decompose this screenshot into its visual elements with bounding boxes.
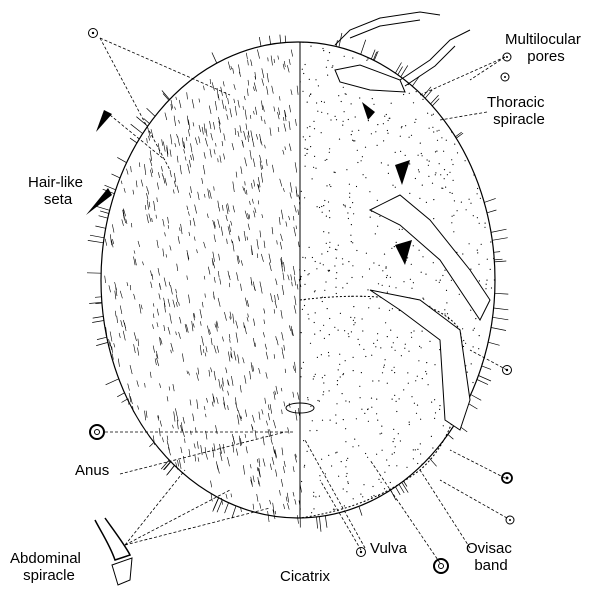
abdominal-spiracle-bulb <box>111 557 133 586</box>
label-line: Abdominal <box>10 550 81 567</box>
abdominal-spiracle-icon <box>94 517 132 561</box>
spiracle-marker-2 <box>395 240 412 265</box>
multilocular-pore-icon <box>502 365 512 375</box>
leg-3 <box>369 289 471 431</box>
label-line: spiracle <box>493 111 545 128</box>
label-line: band <box>474 557 508 574</box>
anal-ring <box>285 402 315 414</box>
leg-2 <box>368 194 491 321</box>
label-hair-like-seta: Hair-like seta <box>28 174 88 208</box>
label-line: pores <box>527 48 565 65</box>
body-setae <box>86 32 509 532</box>
label-multilocular-pores: Multilocular pores <box>505 31 587 65</box>
label-anus: Anus <box>75 462 110 479</box>
vulva-pore-icon <box>433 558 449 574</box>
label-ovisac-band: Ovisac band <box>466 540 516 574</box>
label-line: Thoracic <box>487 94 545 111</box>
antenna <box>334 11 441 46</box>
multilocular-pore-icon <box>505 515 515 525</box>
multilocular-pore-icon <box>502 52 512 62</box>
leg-1 <box>334 64 406 93</box>
body-outline <box>100 41 496 519</box>
spiracle-marker-3 <box>362 102 375 120</box>
label-abdominal-spiracle: Abdominal spiracle <box>10 550 88 584</box>
label-line: Multilocular <box>505 31 581 48</box>
cicatrix-pore-icon <box>356 547 366 557</box>
hair-like-seta-icon <box>86 188 112 215</box>
label-line: seta <box>43 191 73 208</box>
label-vulva: Vulva <box>370 540 407 557</box>
label-thoracic-spiracle: Thoracic spiracle <box>487 94 551 128</box>
antenna-lower <box>399 29 471 87</box>
label-line: Hair-like <box>28 174 84 191</box>
label-line: spiracle <box>23 567 75 584</box>
leader-lines <box>99 37 508 564</box>
label-cicatrix: Cicatrix <box>280 568 331 585</box>
multilocular-pore-icon <box>500 72 510 82</box>
multilocular-pore-icon <box>88 28 98 38</box>
spiracle-marker-1 <box>395 160 410 185</box>
label-line: Ovisac <box>466 540 512 557</box>
anus-pore-icon <box>89 424 105 440</box>
seta-icon <box>96 110 112 132</box>
multilocular-pore-icon <box>501 472 513 484</box>
